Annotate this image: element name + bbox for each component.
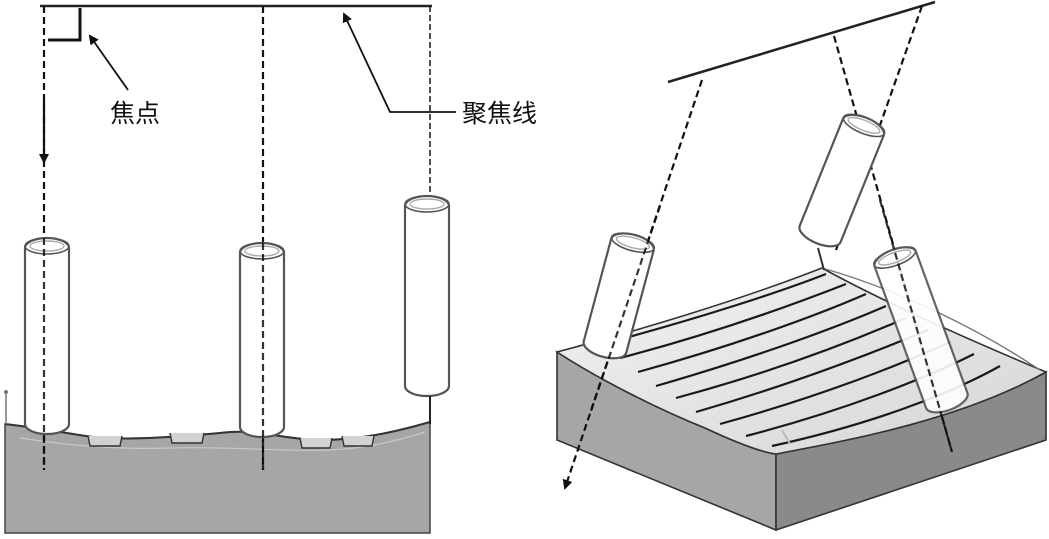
focus-line-leader xyxy=(342,12,456,113)
focus-point-mark xyxy=(48,8,82,42)
right-tool-axis-left-overlay xyxy=(588,205,662,415)
right-panel xyxy=(555,0,1048,532)
pocket-2 xyxy=(169,432,205,444)
right-front-tick xyxy=(781,429,791,445)
groove-3 xyxy=(637,292,867,374)
left-tool-1 xyxy=(23,236,71,436)
right-tool-1 xyxy=(582,232,656,360)
pocket-1 xyxy=(87,435,123,447)
groove-9 xyxy=(771,365,1001,448)
right-tool-2-stem xyxy=(817,247,825,271)
groove-2 xyxy=(619,282,847,360)
pocket-4 xyxy=(341,435,375,447)
groove-1 xyxy=(602,272,827,346)
right-tool-axis-right xyxy=(832,35,954,453)
focus-point-label: 焦点 xyxy=(110,99,160,128)
groove-4 xyxy=(655,304,887,388)
left-surface-highlight xyxy=(19,431,426,452)
left-surface-pockets xyxy=(87,432,375,449)
right-tool-2 xyxy=(798,113,886,248)
right-focus-line xyxy=(667,0,936,84)
left-edge-marker-dot xyxy=(4,390,8,394)
left-tool-2 xyxy=(238,241,286,439)
focus-point-leader xyxy=(88,34,129,91)
left-panel: 焦点 聚焦线 xyxy=(4,4,537,534)
pocket-3 xyxy=(299,437,333,449)
focus-line-label: 聚焦线 xyxy=(462,99,537,128)
groove-5 xyxy=(675,316,907,400)
right-workpiece-top xyxy=(555,267,1048,455)
left-tool-3 xyxy=(403,194,451,424)
